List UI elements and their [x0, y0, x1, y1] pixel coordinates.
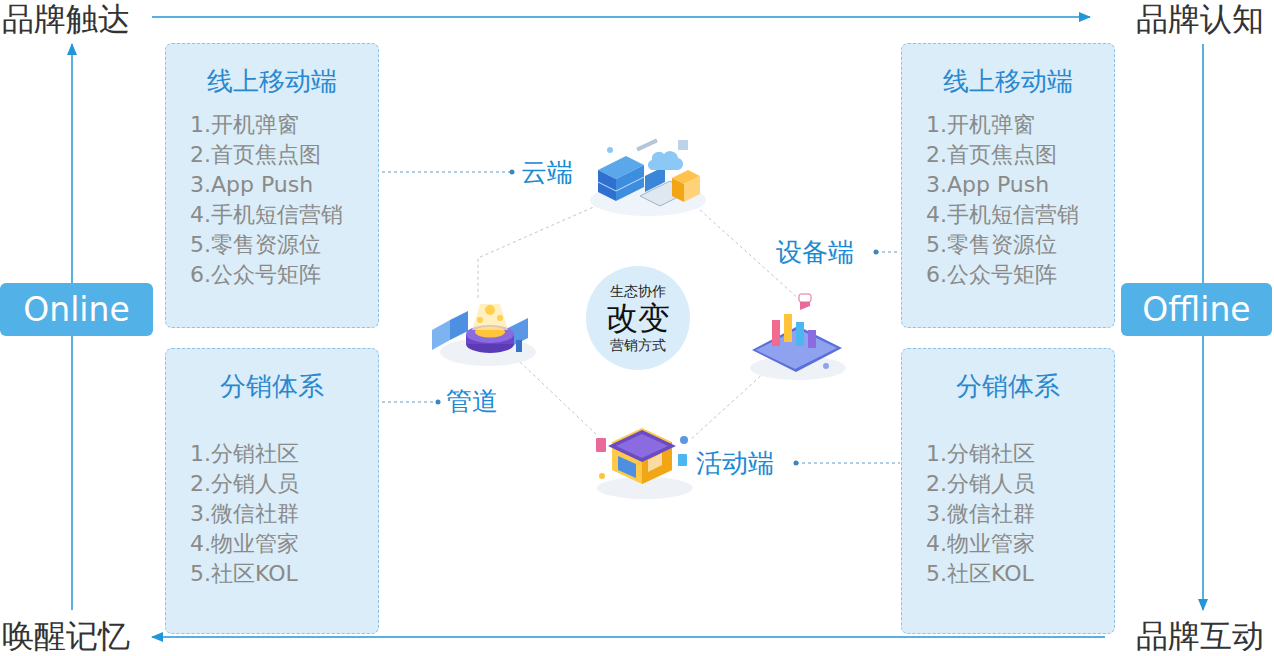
panel-heading: 分销体系 [902, 369, 1114, 403]
list-panel: 线上移动端 1.开机弹窗2.首页焦点图3.App Push4.手机短信营销5.零售… [901, 43, 1115, 328]
stage-label: 品牌互动 [1134, 617, 1266, 655]
list-item: 3.App Push [902, 170, 1114, 200]
list-item: 2.首页焦点图 [902, 140, 1114, 170]
list-item: 5.零售资源位 [902, 230, 1114, 260]
channel-label: 管道 [443, 385, 501, 417]
list-item: 4.手机短信营销 [166, 200, 378, 230]
channel-label: 活动端 [693, 447, 777, 479]
cloud-illustration [590, 139, 706, 216]
list-item: 1.分销社区 [902, 439, 1114, 469]
flow-arrow [152, 636, 1105, 638]
leader-lines [376, 172, 900, 463]
list-item: 2.分销人员 [166, 469, 378, 499]
list-item: 3.微信社群 [166, 499, 378, 529]
device-illustration [750, 294, 846, 380]
list-panel: 分销体系 1.分销社区2.分销人员3.微信社群4.物业管家5.社区KOL [165, 348, 379, 634]
list-item: 3.微信社群 [902, 499, 1114, 529]
panel-heading: 分销体系 [166, 369, 378, 403]
panel-heading: 线上移动端 [902, 64, 1114, 98]
badge-text: Offline [1142, 290, 1250, 329]
list-panel: 线上移动端 1.开机弹窗2.首页焦点图3.App Push4.手机短信营销5.零售… [165, 43, 379, 328]
stage-label: 品牌认知 [1134, 0, 1266, 38]
mode-badge: Offline [1121, 283, 1272, 336]
stage-label: 唤醒记忆 [0, 617, 132, 655]
center-circle: 生态协作改变营销方式 [586, 266, 690, 370]
list-panel: 分销体系 1.分销社区2.分销人员3.微信社群4.物业管家5.社区KOL [901, 348, 1115, 634]
badge-text: Online [23, 290, 129, 329]
list-item: 2.首页焦点图 [166, 140, 378, 170]
pipe-illustration [432, 304, 536, 366]
list-item: 2.分销人员 [902, 469, 1114, 499]
shop-illustration [596, 428, 693, 499]
center-subtitle: 生态协作 [610, 282, 666, 300]
leader-dots [436, 170, 879, 466]
mode-badge: Online [0, 283, 153, 336]
list-item: 5.零售资源位 [166, 230, 378, 260]
ring-lines [478, 205, 800, 440]
list-item: 4.物业管家 [902, 529, 1114, 559]
list-item: 3.App Push [166, 170, 378, 200]
list-item: 5.社区KOL [902, 559, 1114, 589]
list-item: 4.物业管家 [166, 529, 378, 559]
list-item: 4.手机短信营销 [902, 200, 1114, 230]
stage-label: 品牌触达 [0, 0, 132, 38]
channel-label: 设备端 [773, 236, 857, 268]
list-item: 5.社区KOL [166, 559, 378, 589]
center-title: 改变 [606, 300, 670, 336]
panel-heading: 线上移动端 [166, 64, 378, 98]
flow-arrow [152, 16, 1090, 18]
list-item: 6.公众号矩阵 [166, 260, 378, 290]
list-item: 6.公众号矩阵 [902, 260, 1114, 290]
list-item: 1.分销社区 [166, 439, 378, 469]
center-subtitle: 营销方式 [610, 336, 666, 354]
list-item: 1.开机弹窗 [166, 110, 378, 140]
channel-label: 云端 [518, 156, 576, 188]
list-item: 1.开机弹窗 [902, 110, 1114, 140]
